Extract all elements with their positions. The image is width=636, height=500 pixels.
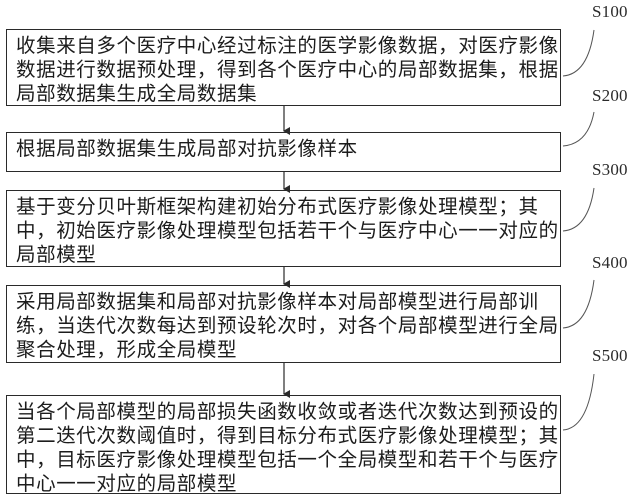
leader-curve-s300 xyxy=(562,187,595,232)
step-box-s200: 根据局部数据集生成局部对抗影像样本 xyxy=(6,132,561,172)
leader-curve-s500 xyxy=(562,373,595,431)
step-text-s500: 当各个局部模型的局部损失函数收敛或者迭代次数达到预设的第二迭代次数阈值时，得到目… xyxy=(16,400,559,495)
step-label-s200: S200 xyxy=(592,86,628,105)
step-text-s200: 根据局部数据集生成局部对抗影像样本 xyxy=(16,137,358,160)
step-label-s300: S300 xyxy=(592,160,628,179)
step-text-s100: 收集来自多个医疗中心经过标注的医学影像数据，对医疗影像数据进行数据预处理，得到各… xyxy=(16,34,559,105)
label-leaders xyxy=(562,29,595,431)
step-label-s100: S100 xyxy=(592,2,628,21)
step-label-s500: S500 xyxy=(592,346,628,365)
step-box-s300: 基于变分贝叶斯框架构建初始分布式医疗影像处理模型；其中，初始医疗影像处理模型包括… xyxy=(6,190,561,267)
leader-curve-s200 xyxy=(562,111,595,147)
step-text-s300: 基于变分贝叶斯框架构建初始分布式医疗影像处理模型；其中，初始医疗影像处理模型包括… xyxy=(16,195,559,266)
step-box-s100: 收集来自多个医疗中心经过标注的医学影像数据，对医疗影像数据进行数据预处理，得到各… xyxy=(6,29,561,106)
step-box-s400: 采用局部数据集和局部对抗影像样本对局部模型进行局部训练，当迭代次数每达到预设轮次… xyxy=(6,285,561,363)
leader-curve-s400 xyxy=(562,279,595,329)
leader-curve-s100 xyxy=(562,29,595,77)
step-text-s400: 采用局部数据集和局部对抗影像样本对局部模型进行局部训练，当迭代次数每达到预设轮次… xyxy=(16,290,559,361)
step-label-s400: S400 xyxy=(592,253,628,272)
step-box-s500: 当各个局部模型的局部损失函数收敛或者迭代次数达到预设的第二迭代次数阈值时，得到目… xyxy=(6,395,561,495)
